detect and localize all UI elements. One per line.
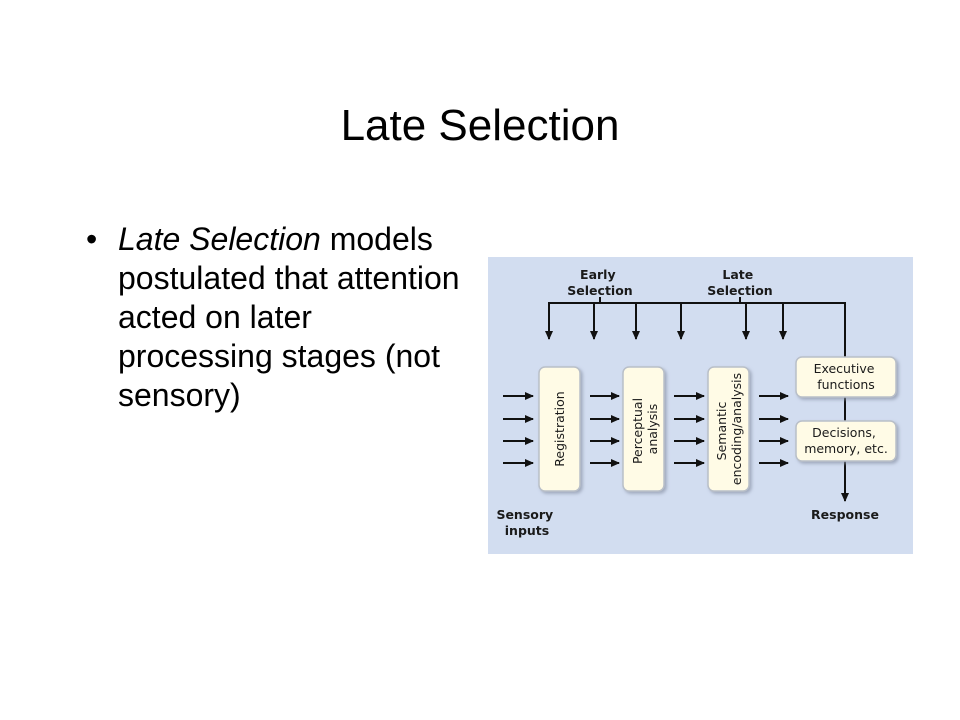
- svg-text:Perceptual analysis: Perceptual analysis: [630, 394, 660, 464]
- bullet-dot: •: [86, 221, 98, 257]
- late-selection-diagram: Early Selection Late Selection Registrat…: [488, 257, 913, 554]
- perceptual-analysis-box: Perceptual analysis: [622, 366, 665, 492]
- late-selection-label: Late Selection: [707, 267, 772, 298]
- bullet-text: Late Selection models postulated that at…: [118, 220, 466, 415]
- executive-functions-box: Executive functions: [795, 356, 897, 398]
- slide-title: Late Selection: [340, 101, 620, 150]
- svg-text:Executive functions: Executive functions: [814, 361, 879, 392]
- svg-text:Semantic encoding/anal: Semantic encoding/analysis: [714, 373, 744, 485]
- diagram-svg: Early Selection Late Selection Registrat…: [488, 257, 913, 554]
- bullet-body: models postulated that attention acted o…: [118, 221, 460, 413]
- svg-text:Decisions, memory, etc: Decisions, memory, etc.: [804, 425, 888, 456]
- sensory-inputs-label: Sensory inputs: [496, 507, 557, 538]
- registration-box: Registration: [538, 366, 581, 492]
- svg-text:Registration: Registration: [552, 391, 567, 466]
- semantic-encoding-box: Semantic encoding/analysis: [707, 366, 750, 492]
- response-label: Response: [811, 507, 879, 522]
- bullet-emphasis: Late Selection: [118, 221, 321, 257]
- bullet-item: • Late Selection models postulated that …: [86, 220, 466, 415]
- early-selection-label: Early Selection: [567, 267, 632, 298]
- decisions-memory-box: Decisions, memory, etc.: [795, 420, 897, 462]
